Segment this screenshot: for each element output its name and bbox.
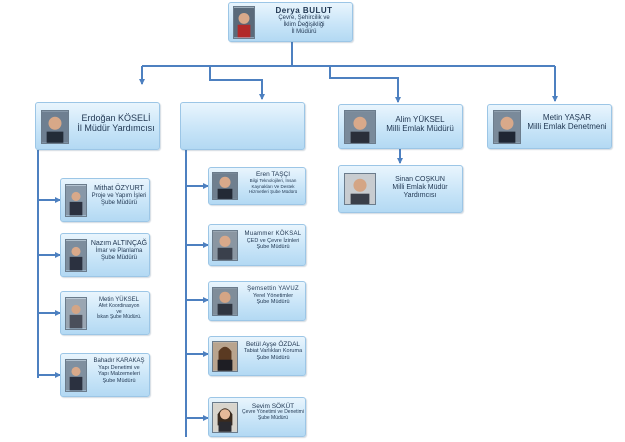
left-sub-title-line: Afet Koordinasyon	[98, 302, 140, 309]
left-sub-name: Mithat ÖZYURT	[94, 185, 144, 192]
left-head-box[interactable]: Erdoğan KÖSELİ İl Müdür Yardımcısı	[35, 102, 160, 150]
right-sub-text: Sinan COŞKUN Milli Emlak Müdür Yardımcıs…	[379, 176, 461, 200]
center-sub-text: Eren TAŞÇI Bilgi Teknolojileri, İnsan Ka…	[240, 171, 306, 194]
center-sub-title-line: Bilgi Teknolojileri, İnsan	[249, 178, 297, 184]
left-sub-title-line: ve	[116, 308, 122, 315]
left-head-text: Erdoğan KÖSELİ İl Müdür Yardımcısı	[74, 113, 158, 134]
left-head-title: İl Müdür Yardımcısı	[77, 123, 155, 134]
left-sub-title-line: Şube Müdürü	[102, 377, 136, 384]
left-head-photo	[41, 110, 69, 144]
center-sub-title-line: Tabiat Varlıkları Koruma	[243, 348, 303, 355]
left-sub-title-line: Yapı Malzemeleri	[97, 371, 141, 378]
center-sub-title-line: Şube Müdürü	[256, 244, 290, 251]
left-head-name: Erdoğan KÖSELİ	[81, 113, 151, 123]
left-sub-title-line: Şube Müdürü	[100, 254, 138, 261]
left-sub-box[interactable]: Nazım ALTINÇAĞ İmar ve Planlama Şube Müd…	[60, 233, 150, 277]
right-head1-text: Alim YÜKSEL Milli Emlak Müdürü	[379, 115, 461, 133]
right-head1-name: Alim YÜKSEL	[395, 115, 445, 124]
center-sub-text: Muammer KÖKSAL ÇED ve Çevre İzinleri Şub…	[240, 231, 306, 251]
center-head-box[interactable]	[180, 102, 305, 150]
center-sub-title-line: Şube Müdürü	[257, 415, 289, 422]
left-sub-title-line: Proje ve Yapım İşleri	[91, 193, 147, 200]
left-sub-photo	[65, 359, 87, 392]
left-sub-box[interactable]: Bahadır KARAKAŞ Yapı Denetimi ve Yapı Ma…	[60, 353, 150, 397]
left-sub-photo	[65, 239, 87, 272]
right-sub-box[interactable]: Sinan COŞKUN Milli Emlak Müdür Yardımcıs…	[338, 165, 463, 213]
right-head1-photo	[344, 110, 376, 144]
right-head2-text: Metin YAŞAR Milli Emlak Denetmeni	[521, 113, 613, 131]
director-title-line: Çevre, Şehircilik ve	[278, 15, 330, 22]
director-title-line: İklim Değişikliği	[283, 22, 325, 29]
center-sub-text: Betül Ayşe ÖZDAL Tabiat Varlıkları Korum…	[240, 341, 306, 361]
director-title-line: İl Müdürü	[291, 28, 317, 35]
center-sub-box[interactable]: Muammer KÖKSAL ÇED ve Çevre İzinleri Şub…	[208, 224, 306, 266]
top-director-box[interactable]: Derya BULUT Çevre, Şehircilik ve İklim D…	[228, 2, 353, 42]
right-head1-title: Milli Emlak Müdürü	[386, 124, 454, 134]
center-sub-title-line: Kaynakları Ve Destek	[251, 183, 295, 189]
left-sub-text: Bahadır KARAKAŞ Yapı Denetimi ve Yapı Ma…	[87, 358, 151, 384]
center-sub-photo	[212, 402, 238, 433]
director-text: Derya BULUT Çevre, Şehircilik ve İklim D…	[257, 6, 351, 36]
left-sub-box[interactable]: Metin YÜKSEL Afet Koordinasyon ve İskan …	[60, 291, 150, 335]
left-sub-name: Metin YÜKSEL	[99, 297, 139, 303]
right-head2-photo	[493, 110, 521, 144]
left-sub-title-line: İskan Şube Müdürü.	[96, 314, 142, 321]
center-sub-title-line: Hizmetleri Şube Müdürü	[248, 188, 298, 194]
center-sub-photo	[212, 341, 238, 372]
right-sub-title-line: Milli Emlak Müdür	[392, 184, 448, 192]
center-sub-photo	[212, 230, 238, 261]
right-sub-name: Sinan COŞKUN	[395, 176, 445, 183]
right-head2-box[interactable]: Metin YAŞAR Milli Emlak Denetmeni	[487, 104, 612, 149]
center-sub-photo	[212, 287, 238, 316]
center-sub-title-line: Çevre Yönetimi ve Denetimi	[242, 409, 304, 416]
right-head1-box[interactable]: Alim YÜKSEL Milli Emlak Müdürü	[338, 104, 463, 149]
left-sub-name: Bahadır KARAKAŞ	[93, 358, 145, 364]
center-sub-text: Sevim SÖKÜT Çevre Yönetimi ve Denetimi Ş…	[240, 403, 306, 422]
left-sub-box[interactable]: Mithat ÖZYURT Proje ve Yapım İşleri Şube…	[60, 178, 150, 222]
center-sub-name: Şemsettin YAVUZ	[247, 286, 299, 292]
left-sub-photo	[65, 297, 87, 330]
left-sub-title-line: Şube Müdürü	[100, 199, 138, 206]
center-sub-text: Şemsettin YAVUZ Yerel Yönetimler Şube Mü…	[240, 286, 306, 306]
right-sub-photo	[344, 173, 376, 205]
left-sub-photo	[65, 184, 87, 217]
left-sub-name: Nazım ALTINÇAĞ	[90, 240, 148, 247]
center-sub-name: Muammer KÖKSAL	[244, 231, 302, 237]
center-sub-title-line: Yerel Yönetimler	[252, 292, 294, 299]
center-sub-box[interactable]: Sevim SÖKÜT Çevre Yönetimi ve Denetimi Ş…	[208, 397, 306, 437]
center-sub-box[interactable]: Betül Ayşe ÖZDAL Tabiat Varlıkları Korum…	[208, 336, 306, 376]
center-sub-title-line: Şube Müdürü	[256, 354, 290, 361]
center-sub-box[interactable]: Eren TAŞÇI Bilgi Teknolojileri, İnsan Ka…	[208, 167, 306, 205]
director-name: Derya BULUT	[275, 6, 333, 15]
center-sub-title-line: Şube Müdürü	[256, 299, 290, 306]
director-photo	[233, 6, 255, 39]
center-sub-name: Eren TAŞÇI	[255, 171, 291, 178]
left-sub-title-line: İmar ve Planlama	[95, 248, 143, 255]
right-head2-title: Milli Emlak Denetmeni	[527, 122, 607, 132]
left-sub-title-line: Yapı Denetimi ve	[98, 364, 140, 371]
center-sub-name: Betül Ayşe ÖZDAL	[245, 341, 301, 348]
center-sub-photo	[212, 172, 238, 200]
right-head2-name: Metin YAŞAR	[542, 113, 592, 122]
center-sub-box[interactable]: Şemsettin YAVUZ Yerel Yönetimler Şube Mü…	[208, 281, 306, 321]
right-sub-title-line: Yardımcısı	[403, 192, 437, 200]
left-sub-text: Nazım ALTINÇAĞ İmar ve Planlama Şube Müd…	[87, 240, 151, 262]
center-sub-name: Sevim SÖKÜT	[251, 403, 295, 410]
center-sub-title-line: ÇED ve Çevre İzinleri	[246, 237, 300, 244]
left-sub-text: Mithat ÖZYURT Proje ve Yapım İşleri Şube…	[87, 185, 151, 207]
left-sub-text: Metin YÜKSEL Afet Koordinasyon ve İskan …	[87, 297, 151, 321]
